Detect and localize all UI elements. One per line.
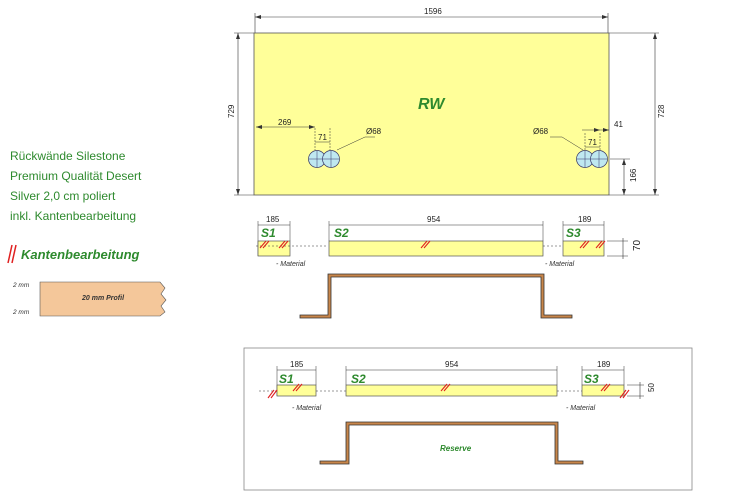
top-profile-bracket <box>299 273 573 319</box>
reserve-label: Reserve <box>440 444 472 453</box>
top-edge-marks <box>259 240 606 249</box>
top-strip-s2 <box>328 240 544 257</box>
description-block: Rückwände Silestone Premium Qualität Des… <box>10 149 142 223</box>
rw-panel <box>253 32 610 196</box>
profile-shape <box>39 281 167 317</box>
top-height-label: 70 <box>632 239 643 251</box>
hole-diameter-left-label: Ø68 <box>366 127 382 136</box>
top-strip-s3 <box>562 240 605 257</box>
profile-label: 20 mm Profil <box>81 295 125 302</box>
reserve-s1-label: S1 <box>279 372 294 386</box>
top-s1-label: S1 <box>261 226 276 240</box>
hole-offset-left-label: 269 <box>278 118 292 127</box>
reserve-s3-label: S3 <box>584 372 599 386</box>
description-line-1: Rückwände Silestone <box>10 149 126 163</box>
reserve-s2-width-label: 954 <box>445 360 459 369</box>
reserve-height-label: 50 <box>647 383 656 392</box>
profile-sample: 20 mm Profil 2 mm 2 mm <box>12 281 167 317</box>
rw-height-left-label: 729 <box>227 104 236 118</box>
hole-diameter-right-label: Ø68 <box>533 127 549 136</box>
reserve-frame <box>243 347 693 491</box>
reserve-s1-width-label: 185 <box>290 360 304 369</box>
thickness-bottom-label: 2 mm <box>12 309 30 316</box>
reserve-strip-s2 <box>345 384 558 397</box>
edge-legend-label: Kantenbearbeitung <box>21 247 140 262</box>
rw-panel-label: RW <box>418 96 446 113</box>
description-line-4: inkl. Kantenbearbeitung <box>10 209 136 223</box>
strips-top-group: 185 S1 954 S2 189 S3 70 - M <box>256 215 643 319</box>
reserve-group: 185 S1 954 S2 189 S3 50 <box>243 347 693 491</box>
rw-width-label: 1596 <box>424 7 442 16</box>
top-strip-s1 <box>257 240 291 257</box>
hole-height-label: 166 <box>629 168 638 182</box>
rw-panel-group: 1596 729 728 RW 269 71 Ø68 <box>227 7 666 196</box>
thickness-top-label: 2 mm <box>12 282 30 289</box>
reserve-s2-label: S2 <box>351 372 366 386</box>
top-s3-label: S3 <box>566 226 581 240</box>
reserve-strip-s3 <box>581 384 625 397</box>
reserve-s3-width-label: 189 <box>597 360 611 369</box>
reserve-material-right: - Material <box>566 405 596 412</box>
top-material-left: - Material <box>276 261 306 268</box>
hole-spacing-left-label: 71 <box>318 133 327 142</box>
top-s1-width-label: 185 <box>266 215 280 224</box>
edge-mark-icon <box>7 244 13 264</box>
edge-mark-icon <box>11 244 17 264</box>
rw-height-right-label: 728 <box>657 104 666 118</box>
reserve-profile-bracket <box>319 421 584 465</box>
top-s3-width-label: 189 <box>578 215 592 224</box>
edge-legend: Kantenbearbeitung <box>7 244 140 264</box>
hole-offset-right-label: 41 <box>614 120 623 129</box>
reserve-material-left: - Material <box>292 405 322 412</box>
top-s2-width-label: 954 <box>427 215 441 224</box>
top-material-right: - Material <box>545 261 575 268</box>
reserve-edge-marks <box>267 383 630 399</box>
top-s2-label: S2 <box>334 226 349 240</box>
hole-spacing-right-label: 71 <box>588 138 597 147</box>
description-line-2: Premium Qualität Desert <box>10 169 142 183</box>
description-line-3: Silver 2,0 cm poliert <box>10 189 116 203</box>
